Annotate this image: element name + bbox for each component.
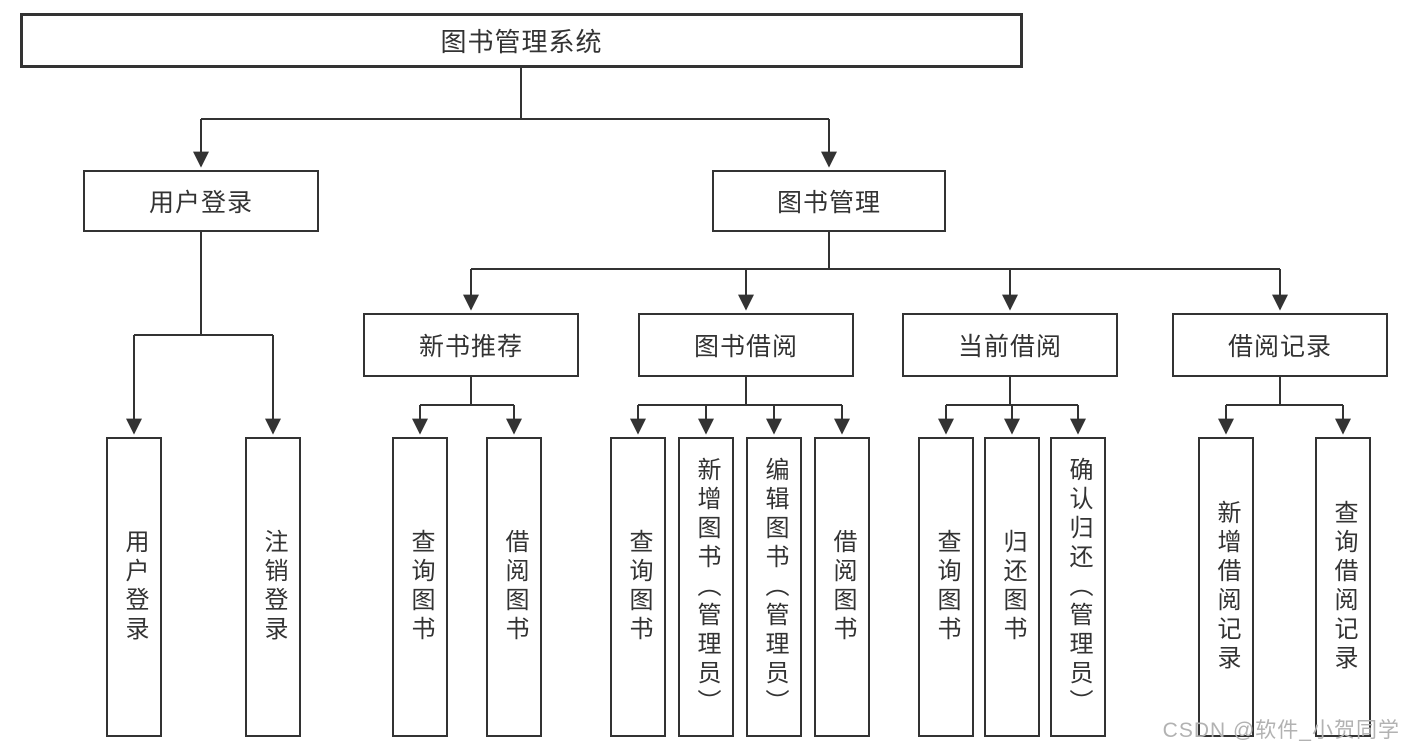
node-book-borrow: 图书借阅 <box>638 313 854 377</box>
leaf-rec-add-record: 新增借阅记录 <box>1198 437 1254 737</box>
leaf-nb-query-books: 查询图书 <box>392 437 448 737</box>
node-borrow-records: 借阅记录 <box>1172 313 1388 377</box>
leaf-user-login: 用户登录 <box>106 437 162 737</box>
leaf-cb-confirm-return-admin: 确认归还（管理员） <box>1050 437 1106 737</box>
node-book-management: 图书管理 <box>712 170 946 232</box>
node-current-borrow: 当前借阅 <box>902 313 1118 377</box>
leaf-logout: 注销登录 <box>245 437 301 737</box>
leaf-rec-query-record: 查询借阅记录 <box>1315 437 1371 737</box>
node-new-book-recommend: 新书推荐 <box>363 313 579 377</box>
csdn-watermark: CSDN @软件_小贺同学 <box>1162 719 1400 742</box>
leaf-bb-query-books: 查询图书 <box>610 437 666 737</box>
leaf-cb-query-books: 查询图书 <box>918 437 974 737</box>
leaf-bb-edit-books-admin: 编辑图书（管理员） <box>746 437 802 737</box>
leaf-cb-return-books: 归还图书 <box>984 437 1040 737</box>
leaf-bb-borrow-books: 借阅图书 <box>814 437 870 737</box>
node-user-login: 用户登录 <box>83 170 319 232</box>
leaf-bb-add-books-admin: 新增图书（管理员） <box>678 437 734 737</box>
leaf-nb-borrow-books: 借阅图书 <box>486 437 542 737</box>
node-root-system: 图书管理系统 <box>20 13 1023 68</box>
